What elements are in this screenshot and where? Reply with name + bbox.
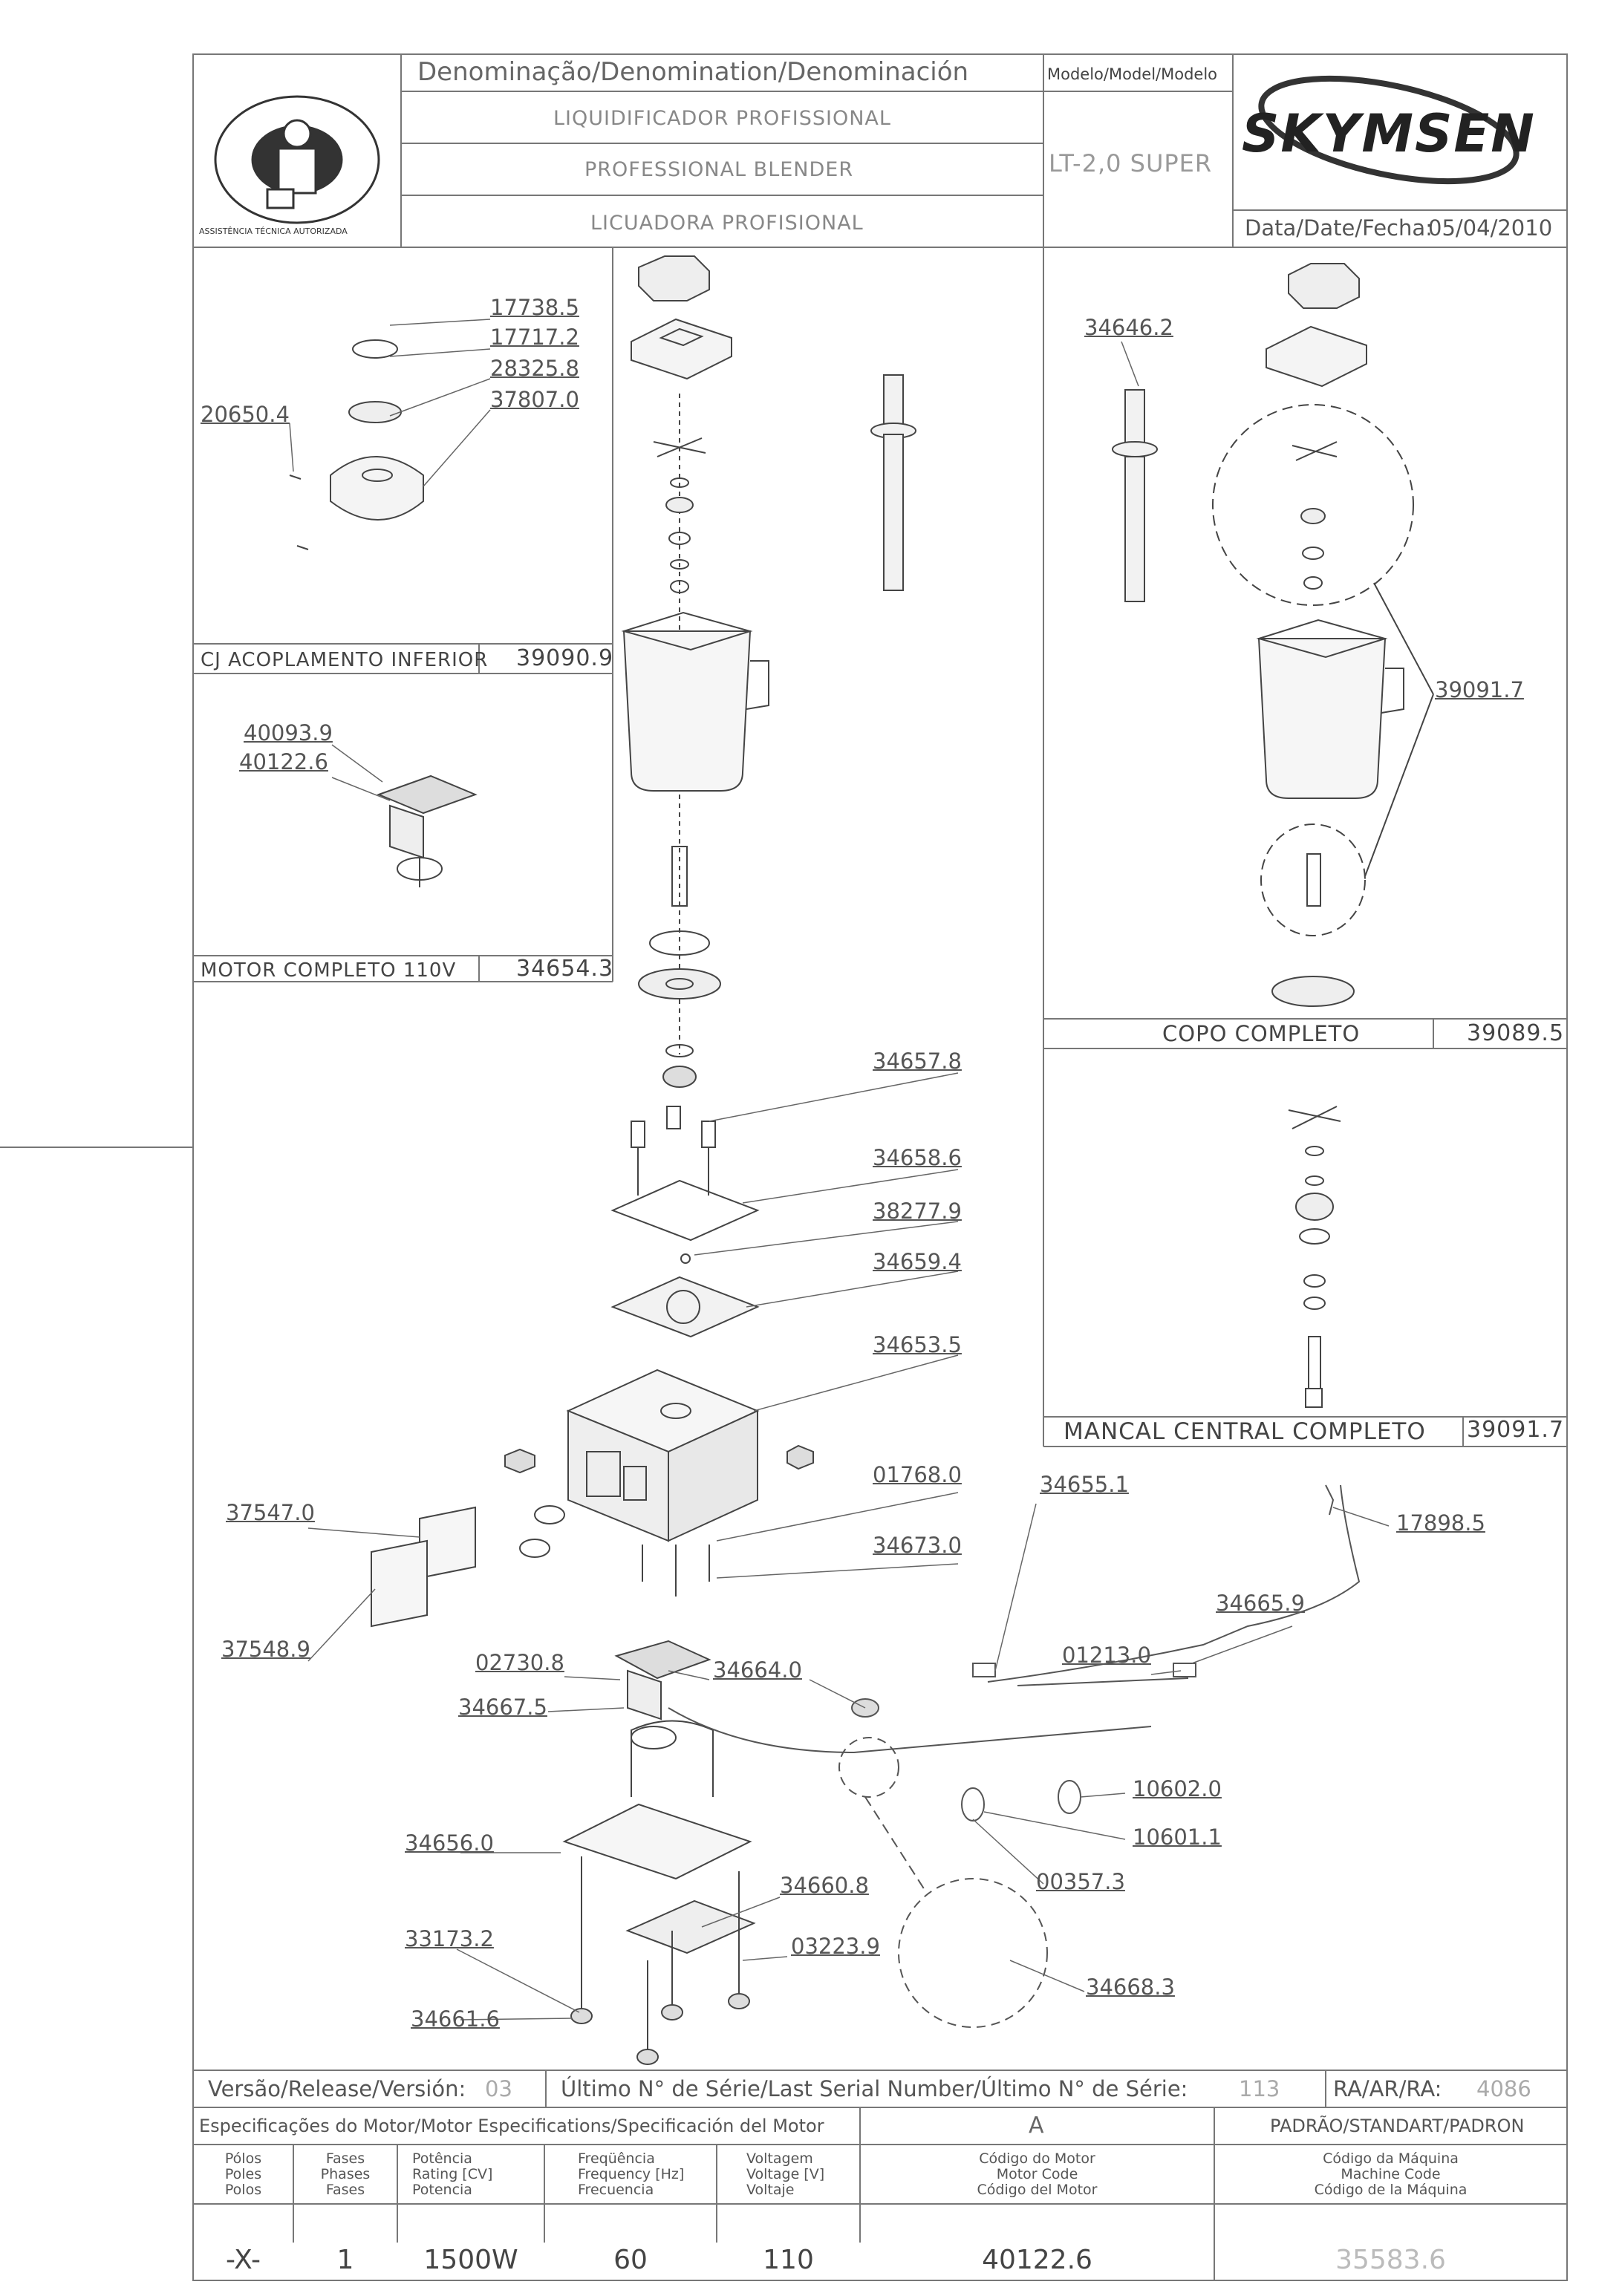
- part-number: 02730.8: [475, 1650, 564, 1675]
- part-number: 28325.8: [490, 356, 579, 381]
- model-title: Modelo/Model/Modelo: [1047, 65, 1218, 83]
- part-number: 10601.1: [1133, 1824, 1222, 1850]
- part-number: 34658.6: [873, 1145, 962, 1170]
- part-number: 34656.0: [405, 1830, 494, 1856]
- motor-spec-value: A: [1029, 2113, 1044, 2139]
- product-name-es: LICUADORA PROFISIONAL: [590, 212, 864, 235]
- part-number: 34673.0: [873, 1533, 962, 1558]
- spec-value-voltage: 110: [763, 2245, 814, 2275]
- spec-value-motor-code: 40122.6: [982, 2245, 1092, 2275]
- part-number: 10602.0: [1133, 1776, 1222, 1801]
- subassembly-code: 39091.7: [1467, 1417, 1565, 1443]
- part-number: 33173.2: [405, 1926, 494, 1951]
- part-number: 01768.0: [873, 1462, 962, 1487]
- motor-spec-label: Especificações do Motor/Motor Especifica…: [199, 2116, 824, 2136]
- part-number: 34646.2: [1084, 315, 1173, 340]
- part-number: 17717.2: [490, 324, 579, 350]
- part-number: 34653.5: [873, 1332, 962, 1357]
- part-number: 34664.0: [713, 1657, 802, 1683]
- part-number: 37548.9: [221, 1637, 310, 1662]
- spec-value-rating: 1500W: [423, 2245, 518, 2275]
- part-number: 17738.5: [490, 295, 579, 320]
- part-number: 34661.6: [411, 2006, 500, 2032]
- date-label: Data/Date/Fecha:: [1245, 215, 1433, 241]
- skymsen-logo-ring: [1258, 75, 1520, 185]
- ra-label: RA/AR/RA:: [1333, 2076, 1442, 2101]
- part-number: 40122.6: [239, 749, 328, 774]
- serial-label: Último N° de Série/Last Serial Number/Úl…: [561, 2076, 1188, 2101]
- part-number: 17898.5: [1396, 1510, 1485, 1536]
- part-number: 34668.3: [1086, 1974, 1175, 2000]
- subassembly-code: 39090.9: [516, 645, 614, 671]
- product-name-pt: LIQUIDIFICADOR PROFISSIONAL: [553, 107, 891, 130]
- seal-text: ASSISTÊNCIA TÉCNICA AUTORIZADA: [199, 226, 348, 236]
- part-number: 40093.9: [244, 720, 333, 746]
- spec-value-machine-code: 35583.6: [1335, 2245, 1446, 2275]
- subassembly-code: 34654.3: [516, 956, 614, 982]
- spec-value-poles: -X-: [225, 2245, 261, 2275]
- part-number: 34665.9: [1216, 1591, 1305, 1616]
- product-name-en: PROFESSIONAL BLENDER: [584, 158, 854, 181]
- release-value: 03: [485, 2076, 512, 2101]
- spec-value-frequency: 60: [613, 2245, 648, 2275]
- serial-value: 113: [1239, 2076, 1280, 2101]
- release-label: Versão/Release/Versión:: [208, 2076, 466, 2101]
- subassembly-name: COPO COMPLETO: [1162, 1021, 1361, 1046]
- part-number: 03223.9: [791, 1934, 880, 1959]
- part-number: 01213.0: [1062, 1643, 1151, 1668]
- part-number: 39091.7: [1435, 677, 1524, 702]
- subassembly-name: MOTOR COMPLETO 110V: [201, 959, 457, 982]
- part-number: 00357.3: [1036, 1869, 1125, 1894]
- part-number: 37547.0: [226, 1500, 315, 1525]
- subassembly-code: 39089.5: [1467, 1020, 1565, 1046]
- spec-value-phases: 1: [336, 2245, 354, 2275]
- part-number: 38277.9: [873, 1198, 962, 1224]
- model-value: LT-2,0 SUPER: [1049, 149, 1213, 177]
- part-number: 34667.5: [458, 1695, 547, 1720]
- part-number: 34660.8: [780, 1873, 869, 1898]
- date-value: 05/04/2010: [1428, 215, 1553, 241]
- brand-logo: SKYMSEN: [1242, 103, 1536, 164]
- part-number: 37807.0: [490, 387, 579, 412]
- part-number: 34657.8: [873, 1048, 962, 1074]
- ra-value: 4086: [1476, 2076, 1531, 2101]
- part-number: 34659.4: [873, 1249, 962, 1274]
- denomination-title: Denominação/Denomination/Denominación: [417, 57, 969, 87]
- standard-label: PADRÃO/STANDART/PADRON: [1270, 2116, 1525, 2136]
- subassembly-name: MANCAL CENTRAL COMPLETO: [1064, 1418, 1426, 1445]
- subassembly-name: CJ ACOPLAMENTO INFERIOR: [201, 649, 489, 671]
- part-number: 20650.4: [201, 402, 290, 427]
- technical-assistance-seal: [214, 95, 380, 224]
- part-number: 34655.1: [1040, 1472, 1129, 1497]
